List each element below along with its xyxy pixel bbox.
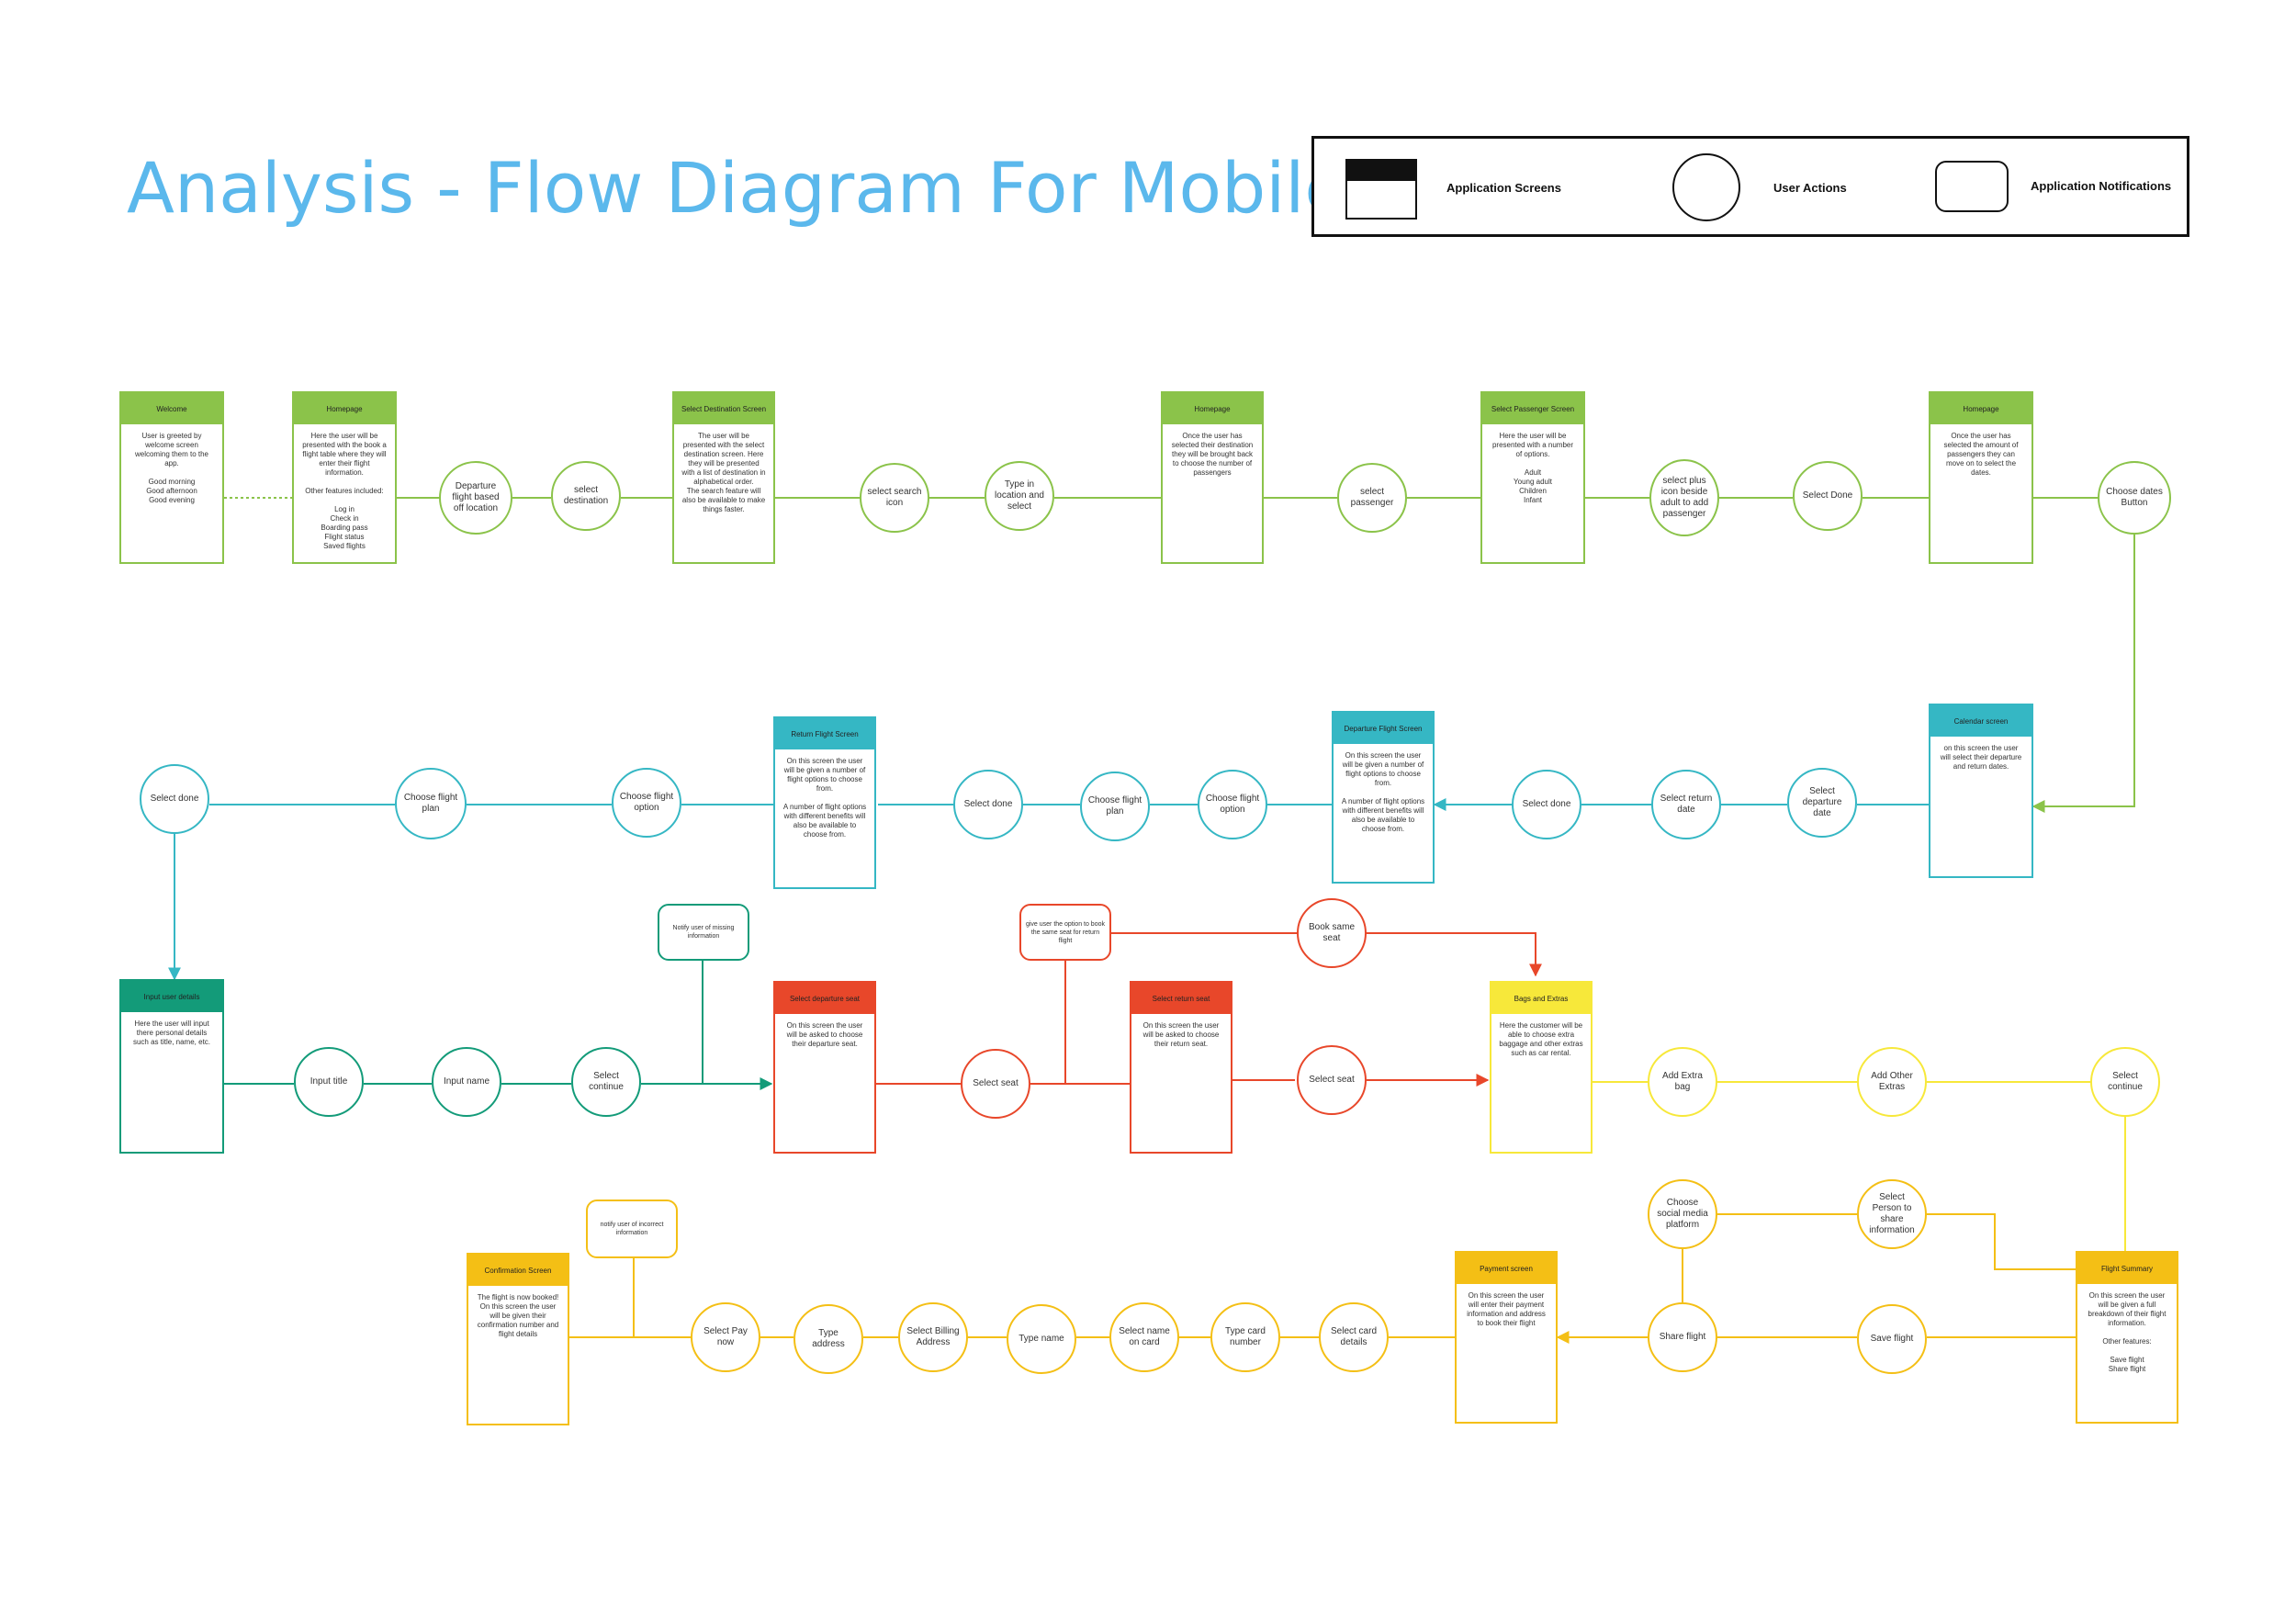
screen-description: On this screen the user will be given a …	[782, 757, 867, 839]
action-choose-flight-option: Choose flight option	[1198, 770, 1267, 839]
action-save-flight: Save flight	[1857, 1304, 1927, 1374]
action-choose-social-media: Choose social media platform	[1648, 1179, 1717, 1249]
page-title: Analysis - Flow Diagram For Mobile	[127, 147, 1348, 229]
action-select-seat: Select seat	[961, 1049, 1030, 1119]
screen-description: On this screen the user will be given a …	[2088, 1291, 2167, 1373]
action-select-person: Select Person to share information	[1857, 1179, 1927, 1249]
screen-header: Homepage	[294, 393, 395, 424]
screen-header: Bags and Extras	[1491, 983, 1591, 1014]
action-select-done: Select done	[953, 770, 1023, 839]
screen-header: Homepage	[1930, 393, 2032, 424]
screen-description: on this screen the user will select thei…	[1940, 744, 2022, 771]
screen-header: Welcome	[121, 393, 222, 424]
screen-description: Here the user will input there personal …	[132, 1019, 211, 1046]
action-add-extra-bag: Add Extra bag	[1648, 1047, 1717, 1117]
screen-description: On this screen the user will be asked to…	[1142, 1021, 1220, 1048]
screen-description: On this screen the user will be asked to…	[786, 1021, 863, 1048]
screen-flight-summary: Flight Summary On this screen the user wi…	[2076, 1251, 2178, 1424]
action-type-address: Type address	[793, 1304, 863, 1374]
screen-description: Once the user has selected the amount of…	[1943, 432, 2019, 477]
legend-action-swatch	[1672, 153, 1740, 221]
action-select-continue: Select continue	[571, 1047, 641, 1117]
legend-notification-swatch	[1935, 161, 2009, 212]
screen-header: Flight Summary	[2077, 1253, 2177, 1284]
screen-calendar: Calendar screen on this screen the user w…	[1929, 704, 2033, 878]
action-select-destination: select destination	[551, 461, 621, 531]
action-select-done: Select done	[1512, 770, 1581, 839]
action-add-other-extras: Add Other Extras	[1857, 1047, 1927, 1117]
action-share-flight: Share flight	[1648, 1302, 1717, 1372]
action-plus-icon: select plus icon beside adult to add pas…	[1649, 459, 1719, 536]
action-choose-dates: Choose dates Button	[2098, 461, 2171, 535]
screen-description: Here the customer will be able to choose…	[1499, 1021, 1583, 1057]
screen-description: User is greeted by welcome screen welcom…	[134, 432, 209, 504]
action-select-done: Select Done	[1793, 461, 1863, 531]
screen-header: Return Flight Screen	[775, 718, 874, 749]
screen-header: Select return seat	[1131, 983, 1231, 1014]
action-select-card-details: Select card details	[1319, 1302, 1389, 1372]
legend-notifications-label: Application Notifications	[2031, 179, 2172, 193]
screen-header: Select Destination Screen	[674, 393, 773, 424]
screen-header: Payment screen	[1457, 1253, 1556, 1284]
screen-description: The user will be presented with the sele…	[681, 432, 766, 513]
action-select-continue: Select continue	[2090, 1047, 2160, 1117]
action-choose-flight-option: Choose flight option	[612, 768, 681, 838]
action-select-seat: Select seat	[1297, 1045, 1367, 1115]
screen-description: On this screen the user will enter their…	[1467, 1291, 1546, 1327]
action-type-name: Type name	[1007, 1304, 1076, 1374]
screen-header: Input user details	[121, 981, 222, 1012]
legend-screen-swatch	[1345, 159, 1417, 220]
screen-description: The flight is now booked! On this screen…	[477, 1293, 559, 1338]
action-select-pay-now: Select Pay now	[691, 1302, 760, 1372]
screen-description: Here the user will be presented with the…	[302, 432, 387, 550]
screen-select-departure-seat: Select departure seat On this screen the …	[773, 981, 876, 1154]
screen-header: Homepage	[1163, 393, 1262, 424]
action-input-title: Input title	[294, 1047, 364, 1117]
screen-description: Once the user has selected their destina…	[1171, 432, 1254, 477]
notification-missing-information: Notify user of missing information	[658, 904, 749, 961]
action-departure-flight: Departure flight based off location	[439, 461, 512, 535]
action-choose-flight-plan: Choose flight plan	[395, 768, 467, 839]
screen-header: Select departure seat	[775, 983, 874, 1014]
action-select-return-date: Select return date	[1651, 770, 1721, 839]
screen-departure-flight: Departure Flight Screen On this screen th…	[1332, 711, 1435, 884]
action-input-name: Input name	[432, 1047, 501, 1117]
legend-actions-label: User Actions	[1773, 181, 1847, 195]
action-type-card-number: Type card number	[1210, 1302, 1280, 1372]
notification-same-seat: give user the option to book the same se…	[1019, 904, 1111, 961]
screen-header: Departure Flight Screen	[1334, 713, 1433, 744]
screen-header: Calendar screen	[1930, 705, 2032, 737]
action-select-search-icon: select search icon	[860, 463, 929, 533]
action-select-done: Select done	[140, 764, 209, 834]
action-book-same-seat: Book same seat	[1297, 898, 1367, 968]
action-select-name-on-card: Select name on card	[1109, 1302, 1179, 1372]
action-select-passenger: select passenger	[1337, 463, 1407, 533]
screen-select-return-seat: Select return seat On this screen the use…	[1130, 981, 1232, 1154]
action-choose-flight-plan: Choose flight plan	[1080, 772, 1150, 841]
screen-return-flight: Return Flight Screen On this screen the u…	[773, 716, 876, 889]
legend: Application Screens User Actions Applica…	[1311, 136, 2189, 237]
screen-description: Here the user will be presented with a n…	[1491, 432, 1574, 504]
screen-payment: Payment screen On this screen the user wi…	[1455, 1251, 1558, 1424]
screen-header: Select Passenger Screen	[1482, 393, 1583, 424]
action-type-location: Type in location and select	[985, 461, 1054, 531]
legend-screens-label: Application Screens	[1446, 181, 1561, 195]
action-select-billing-address: Select Billing Address	[898, 1302, 968, 1372]
screen-description: On this screen the user will be given a …	[1341, 751, 1425, 833]
screen-header: Confirmation Screen	[468, 1255, 568, 1286]
notification-incorrect-information: notify user of incorrect information	[586, 1200, 678, 1258]
action-select-departure-date: Select departure date	[1787, 768, 1857, 838]
